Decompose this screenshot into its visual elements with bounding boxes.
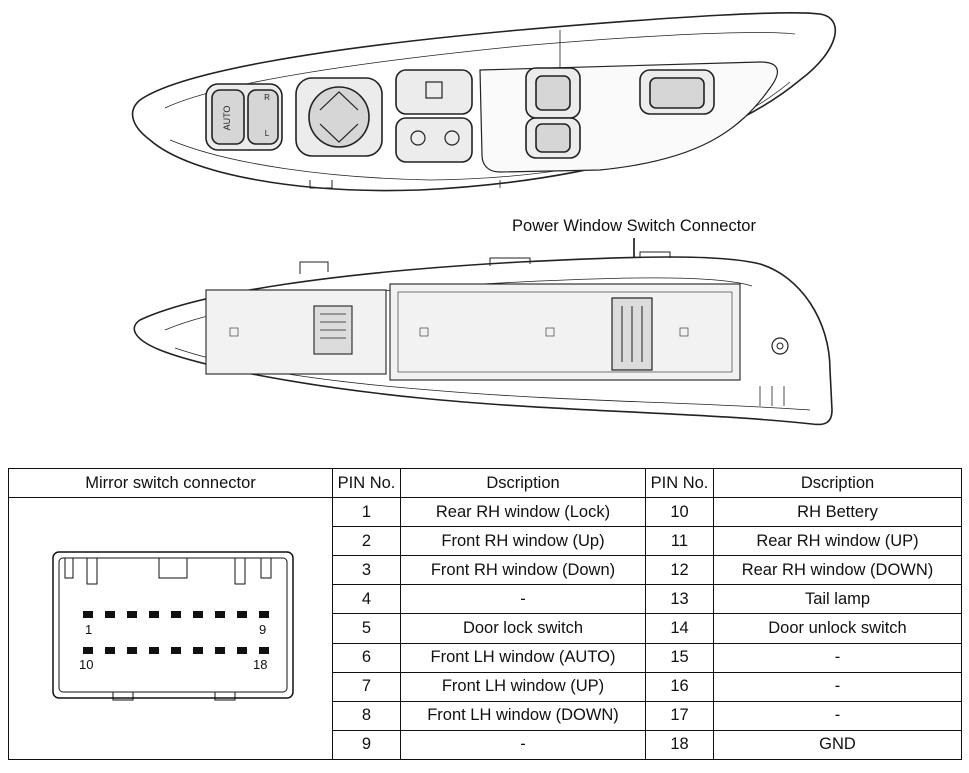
pin-number: 16 xyxy=(645,671,714,702)
pin-description: Tail lamp xyxy=(713,584,962,615)
pin-label-1: 1 xyxy=(85,622,92,637)
pin-number: 9 xyxy=(332,729,401,761)
table-row: 9 - 18 GND xyxy=(9,729,962,761)
pin-description: - xyxy=(713,700,962,731)
pin-number: 4 xyxy=(332,584,401,615)
callout-label: Power Window Switch Connector xyxy=(512,217,756,235)
table-row: 5 Door lock switch 14 Door unlock switch xyxy=(9,613,962,644)
table-row: 7 Front LH window (UP) 16 - xyxy=(9,671,962,702)
pin-description: Rear RH window (DOWN) xyxy=(713,555,962,586)
connector-pins-top-row xyxy=(83,611,269,618)
pin-description: Rear RH window (Lock) xyxy=(400,496,646,528)
auto-label: AUTO xyxy=(222,106,232,131)
pin-description: Door unlock switch xyxy=(713,613,962,644)
pin-number: 3 xyxy=(332,555,401,586)
left-mirror-label: L xyxy=(265,129,270,138)
pin-description: Rear RH window (UP) xyxy=(713,526,962,557)
pin-number: 18 xyxy=(645,729,714,761)
pin-number: 15 xyxy=(645,642,714,673)
pin-description: - xyxy=(713,642,962,673)
pin-description: - xyxy=(713,671,962,702)
pin-number: 12 xyxy=(645,555,714,586)
description-header-right: Dscription xyxy=(713,468,962,498)
switch-panel-top-view xyxy=(131,11,836,192)
pin-number: 17 xyxy=(645,700,714,731)
pin-label-9: 9 xyxy=(259,622,266,637)
pin-description: GND xyxy=(713,729,962,761)
table-row: 1 9 10 18 1 Rear RH window (Lock) 10 RH … xyxy=(8,496,962,760)
pin-description: Front LH window (AUTO) xyxy=(400,642,646,673)
pin-description: RH Bettery xyxy=(713,496,962,528)
table-row: 3 Front RH window (Down) 12 Rear RH wind… xyxy=(9,555,962,586)
pin-no-header-left: PIN No. xyxy=(332,468,401,498)
pin-number: 7 xyxy=(332,671,401,702)
pin-description: Door lock switch xyxy=(400,613,646,644)
pin-number: 14 xyxy=(645,613,714,644)
pin-label-10: 10 xyxy=(79,657,93,672)
pin-description-table: Mirror switch connector PIN No. Dscripti… xyxy=(8,468,962,761)
pin-number: 13 xyxy=(645,584,714,615)
table-row: 8 Front LH window (DOWN) 17 - xyxy=(9,700,962,731)
pin-number: 8 xyxy=(332,700,401,731)
pin-number: 10 xyxy=(645,496,714,528)
pin-number: 6 xyxy=(332,642,401,673)
pin-description: Front RH window (Up) xyxy=(400,526,646,557)
switch-panel-bottom-view xyxy=(133,251,833,426)
pin-description: - xyxy=(400,729,646,761)
pin-label-18: 18 xyxy=(253,657,267,672)
connector-diagram-cell: 1 9 10 18 xyxy=(8,497,333,760)
pin-description: Front LH window (UP) xyxy=(400,671,646,702)
mirror-connector-diagram: 1 9 10 18 xyxy=(52,551,294,701)
pin-description: Front RH window (Down) xyxy=(400,555,646,586)
right-mirror-label: R xyxy=(264,93,270,102)
pin-description: - xyxy=(400,584,646,615)
table-row: 2 Front RH window (Up) 11 Rear RH window… xyxy=(9,526,962,557)
description-header-left: Dscription xyxy=(400,468,646,498)
pin-number: 2 xyxy=(332,526,401,557)
table-header-row: Mirror switch connector PIN No. Dscripti… xyxy=(8,468,962,498)
pin-description: Front LH window (DOWN) xyxy=(400,700,646,731)
connector-pins-bottom-row xyxy=(83,647,269,654)
connector-header: Mirror switch connector xyxy=(8,468,333,498)
pin-number: 11 xyxy=(645,526,714,557)
pin-number: 1 xyxy=(332,496,401,528)
pin-no-header-right: PIN No. xyxy=(645,468,714,498)
pin-number: 5 xyxy=(332,613,401,644)
table-row: 4 - 13 Tail lamp xyxy=(9,584,962,615)
table-row: 6 Front LH window (AUTO) 15 - xyxy=(9,642,962,673)
